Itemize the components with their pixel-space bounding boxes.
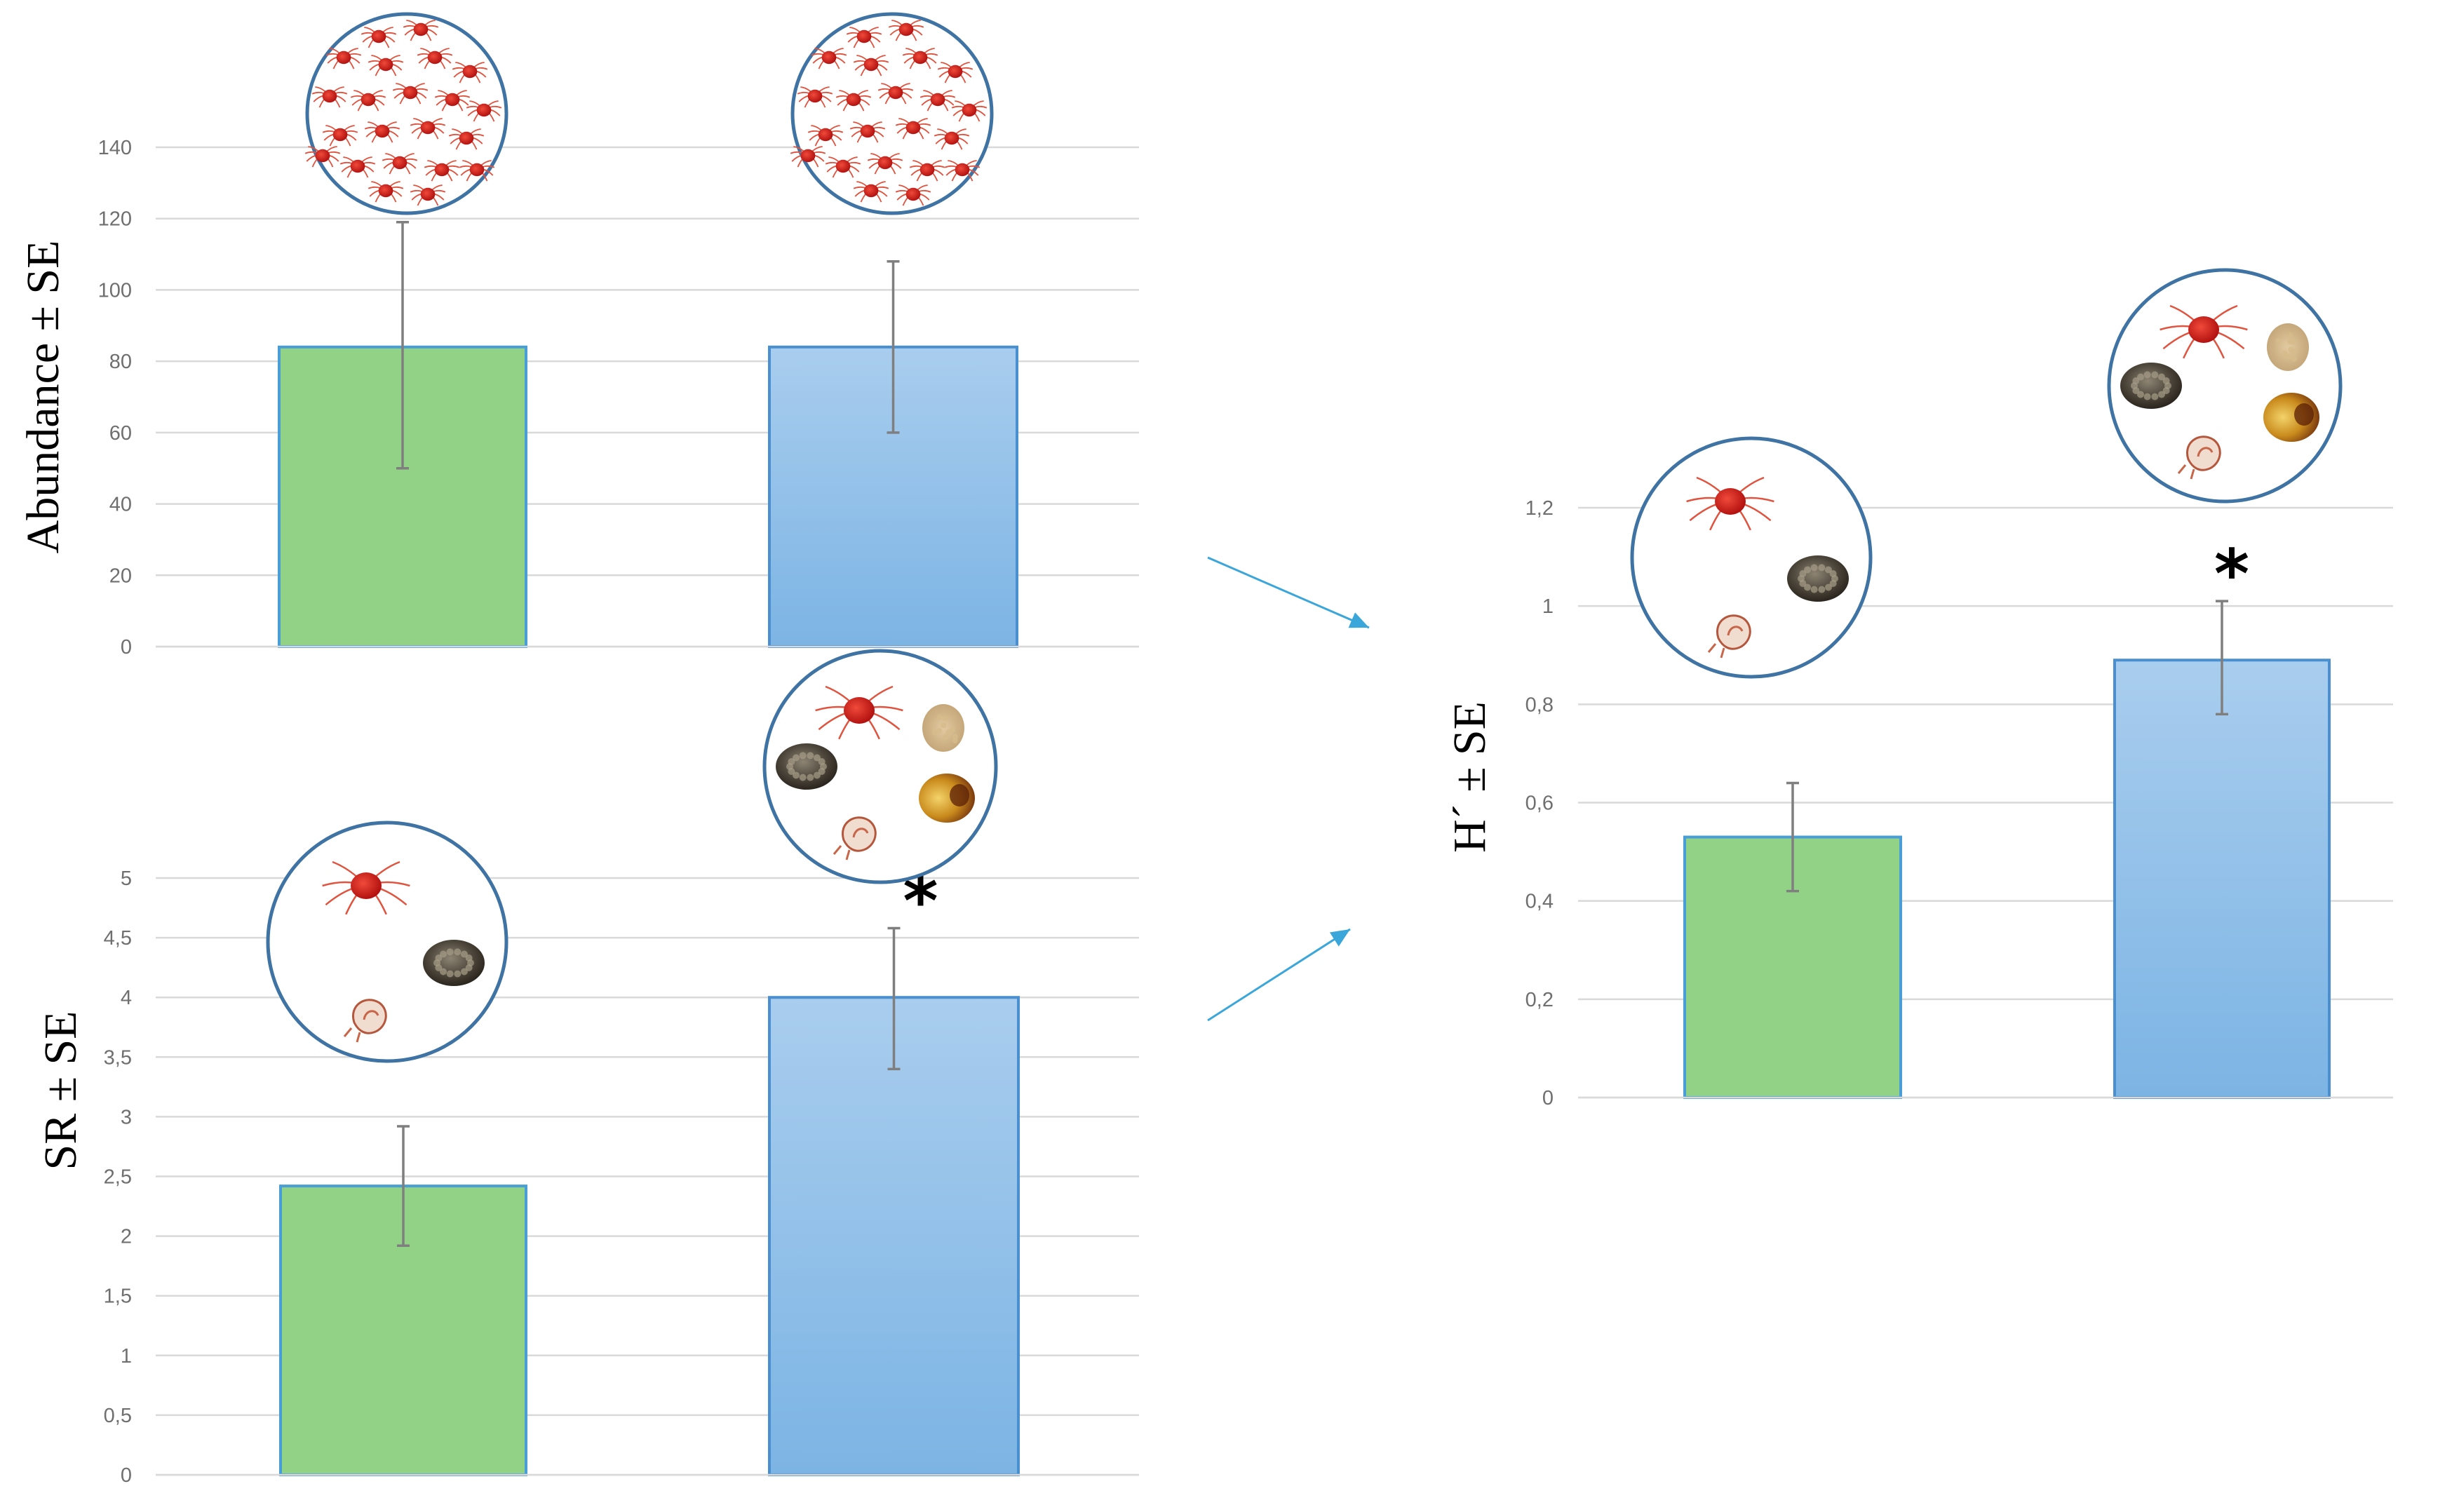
y-tick-label: 0 — [121, 636, 132, 659]
shannon-diversity-chart: 0 0,2 0,4 0,6 0,8 1 1,2 H´ ± SE * — [1444, 497, 2393, 1109]
red-mite-cluster-icon — [305, 14, 506, 213]
y-axis-label: Abundance ± SE — [18, 241, 69, 554]
mixed-mite-species-icon — [268, 823, 506, 1061]
arrow-richness-to-diversity — [1208, 929, 1350, 1020]
y-tick-label: 0 — [1542, 1087, 1554, 1109]
y-tick-label: 4 — [121, 987, 132, 1009]
red-mite-cluster-icon — [790, 14, 992, 213]
y-tick-label: 1,2 — [1525, 497, 1554, 520]
y-tick-label: 60 — [109, 422, 132, 445]
mixed-mite-species-icon — [2109, 270, 2340, 501]
abundance-chart: 0 20 40 60 80 100 120 140Abundance ± SE — [18, 137, 1139, 659]
y-tick-label: 20 — [109, 565, 132, 587]
y-tick-label: 0 — [121, 1464, 132, 1487]
y-tick-label: 0,2 — [1525, 989, 1554, 1011]
y-tick-label: 120 — [98, 208, 132, 231]
y-tick-label: 3 — [121, 1106, 132, 1128]
y-tick-label: 5 — [121, 868, 132, 890]
y-tick-label: 140 — [98, 137, 132, 159]
y-tick-label: 40 — [109, 494, 132, 516]
y-tick-label: 0,8 — [1525, 694, 1554, 716]
y-tick-label: 0,5 — [104, 1405, 132, 1427]
bar-blue — [2115, 660, 2329, 1098]
y-tick-label: 3,5 — [104, 1046, 132, 1069]
y-tick-label: 2 — [121, 1226, 132, 1248]
significance-asterisk: * — [2214, 535, 2249, 614]
y-tick-label: 0,4 — [1525, 891, 1554, 913]
y-tick-label: 80 — [109, 351, 132, 373]
y-tick-label: 1 — [121, 1345, 132, 1368]
y-tick-label: 4,5 — [104, 927, 132, 950]
y-tick-label: 100 — [98, 279, 132, 302]
arrow-abundance-to-diversity — [1208, 558, 1369, 628]
y-tick-label: 1,5 — [104, 1285, 132, 1308]
species-richness-chart: 00,511,522,533,544,55SR ± SE* — [35, 862, 1139, 1487]
y-axis-label: SR ± SE — [35, 1011, 86, 1170]
y-tick-label: 2,5 — [104, 1166, 132, 1189]
mixed-mite-species-icon — [1632, 438, 1871, 677]
y-axis-label: H´ ± SE — [1444, 701, 1495, 853]
mixed-mite-species-icon — [764, 651, 996, 882]
y-tick-label: 1 — [1542, 595, 1554, 618]
y-tick-label: 0,6 — [1525, 792, 1554, 815]
